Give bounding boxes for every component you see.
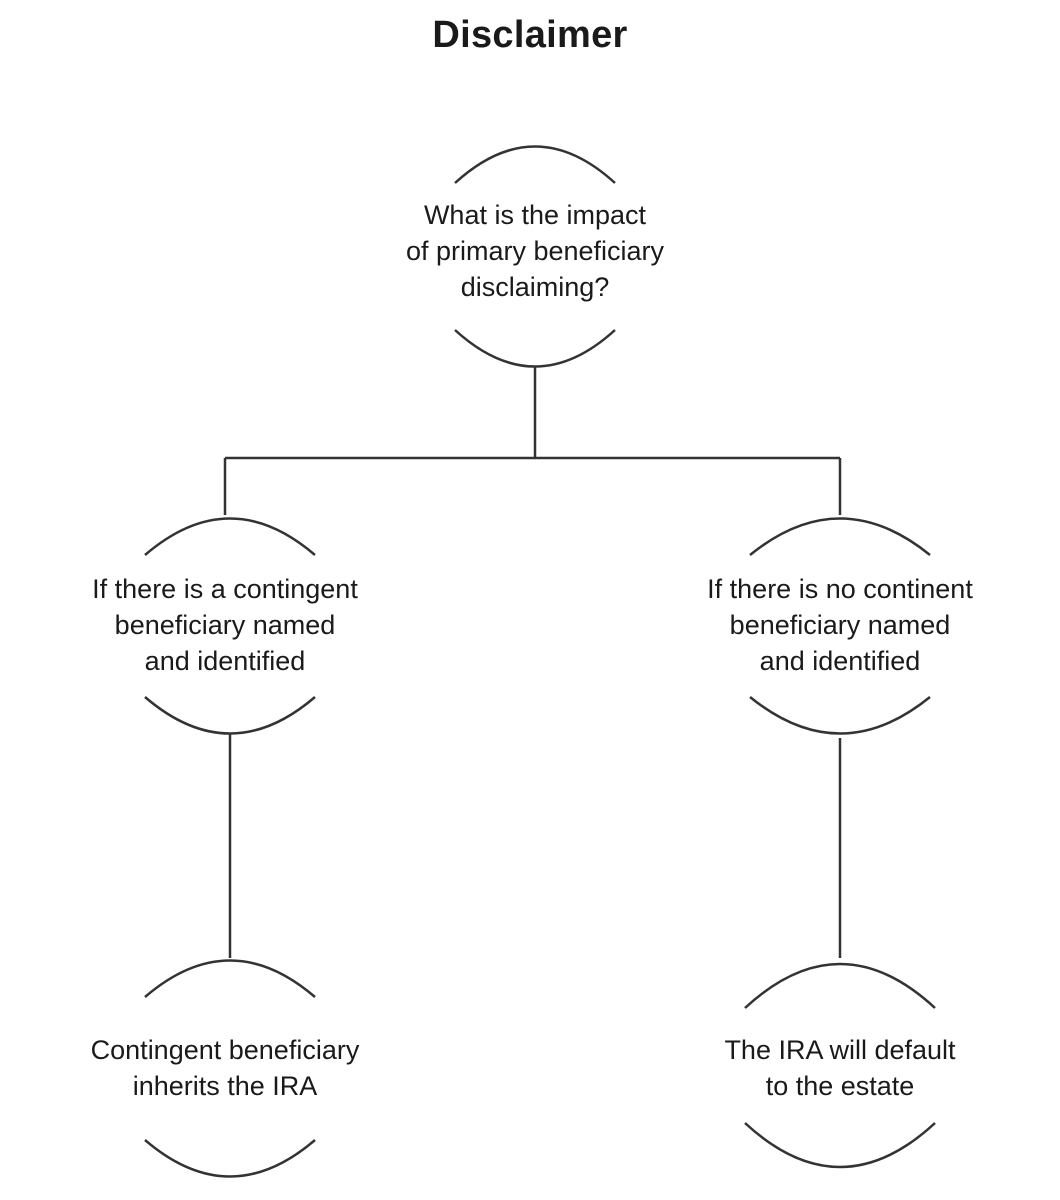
root-node-bottom-arc	[454, 329, 616, 368]
root-connector	[223, 367, 842, 515]
right-condition-text: If there is no continent beneficiary nam…	[707, 574, 973, 676]
left-condition-text: If there is a contingent beneficiary nam…	[92, 574, 358, 676]
right-condition-top-arc	[749, 517, 931, 556]
left-condition-bottom-arc	[144, 696, 316, 735]
left-outcome-bottom-arc	[144, 1139, 316, 1178]
left-outcome-text: Contingent beneficiary inherits the IRA	[90, 1035, 360, 1101]
right-outcome-text: The IRA will default to the estate	[724, 1035, 956, 1101]
root-node-top-arc	[454, 145, 616, 184]
right-outcome-bottom-arc	[744, 1122, 936, 1169]
right-outcome-top-arc	[744, 962, 936, 1009]
diagram-title: Disclaimer	[432, 14, 628, 56]
left-condition-top-arc	[144, 517, 316, 556]
root-node-text: What is the impact of primary beneficiar…	[405, 200, 665, 302]
left-outcome-top-arc	[144, 959, 316, 998]
right-condition-bottom-arc	[749, 696, 931, 735]
